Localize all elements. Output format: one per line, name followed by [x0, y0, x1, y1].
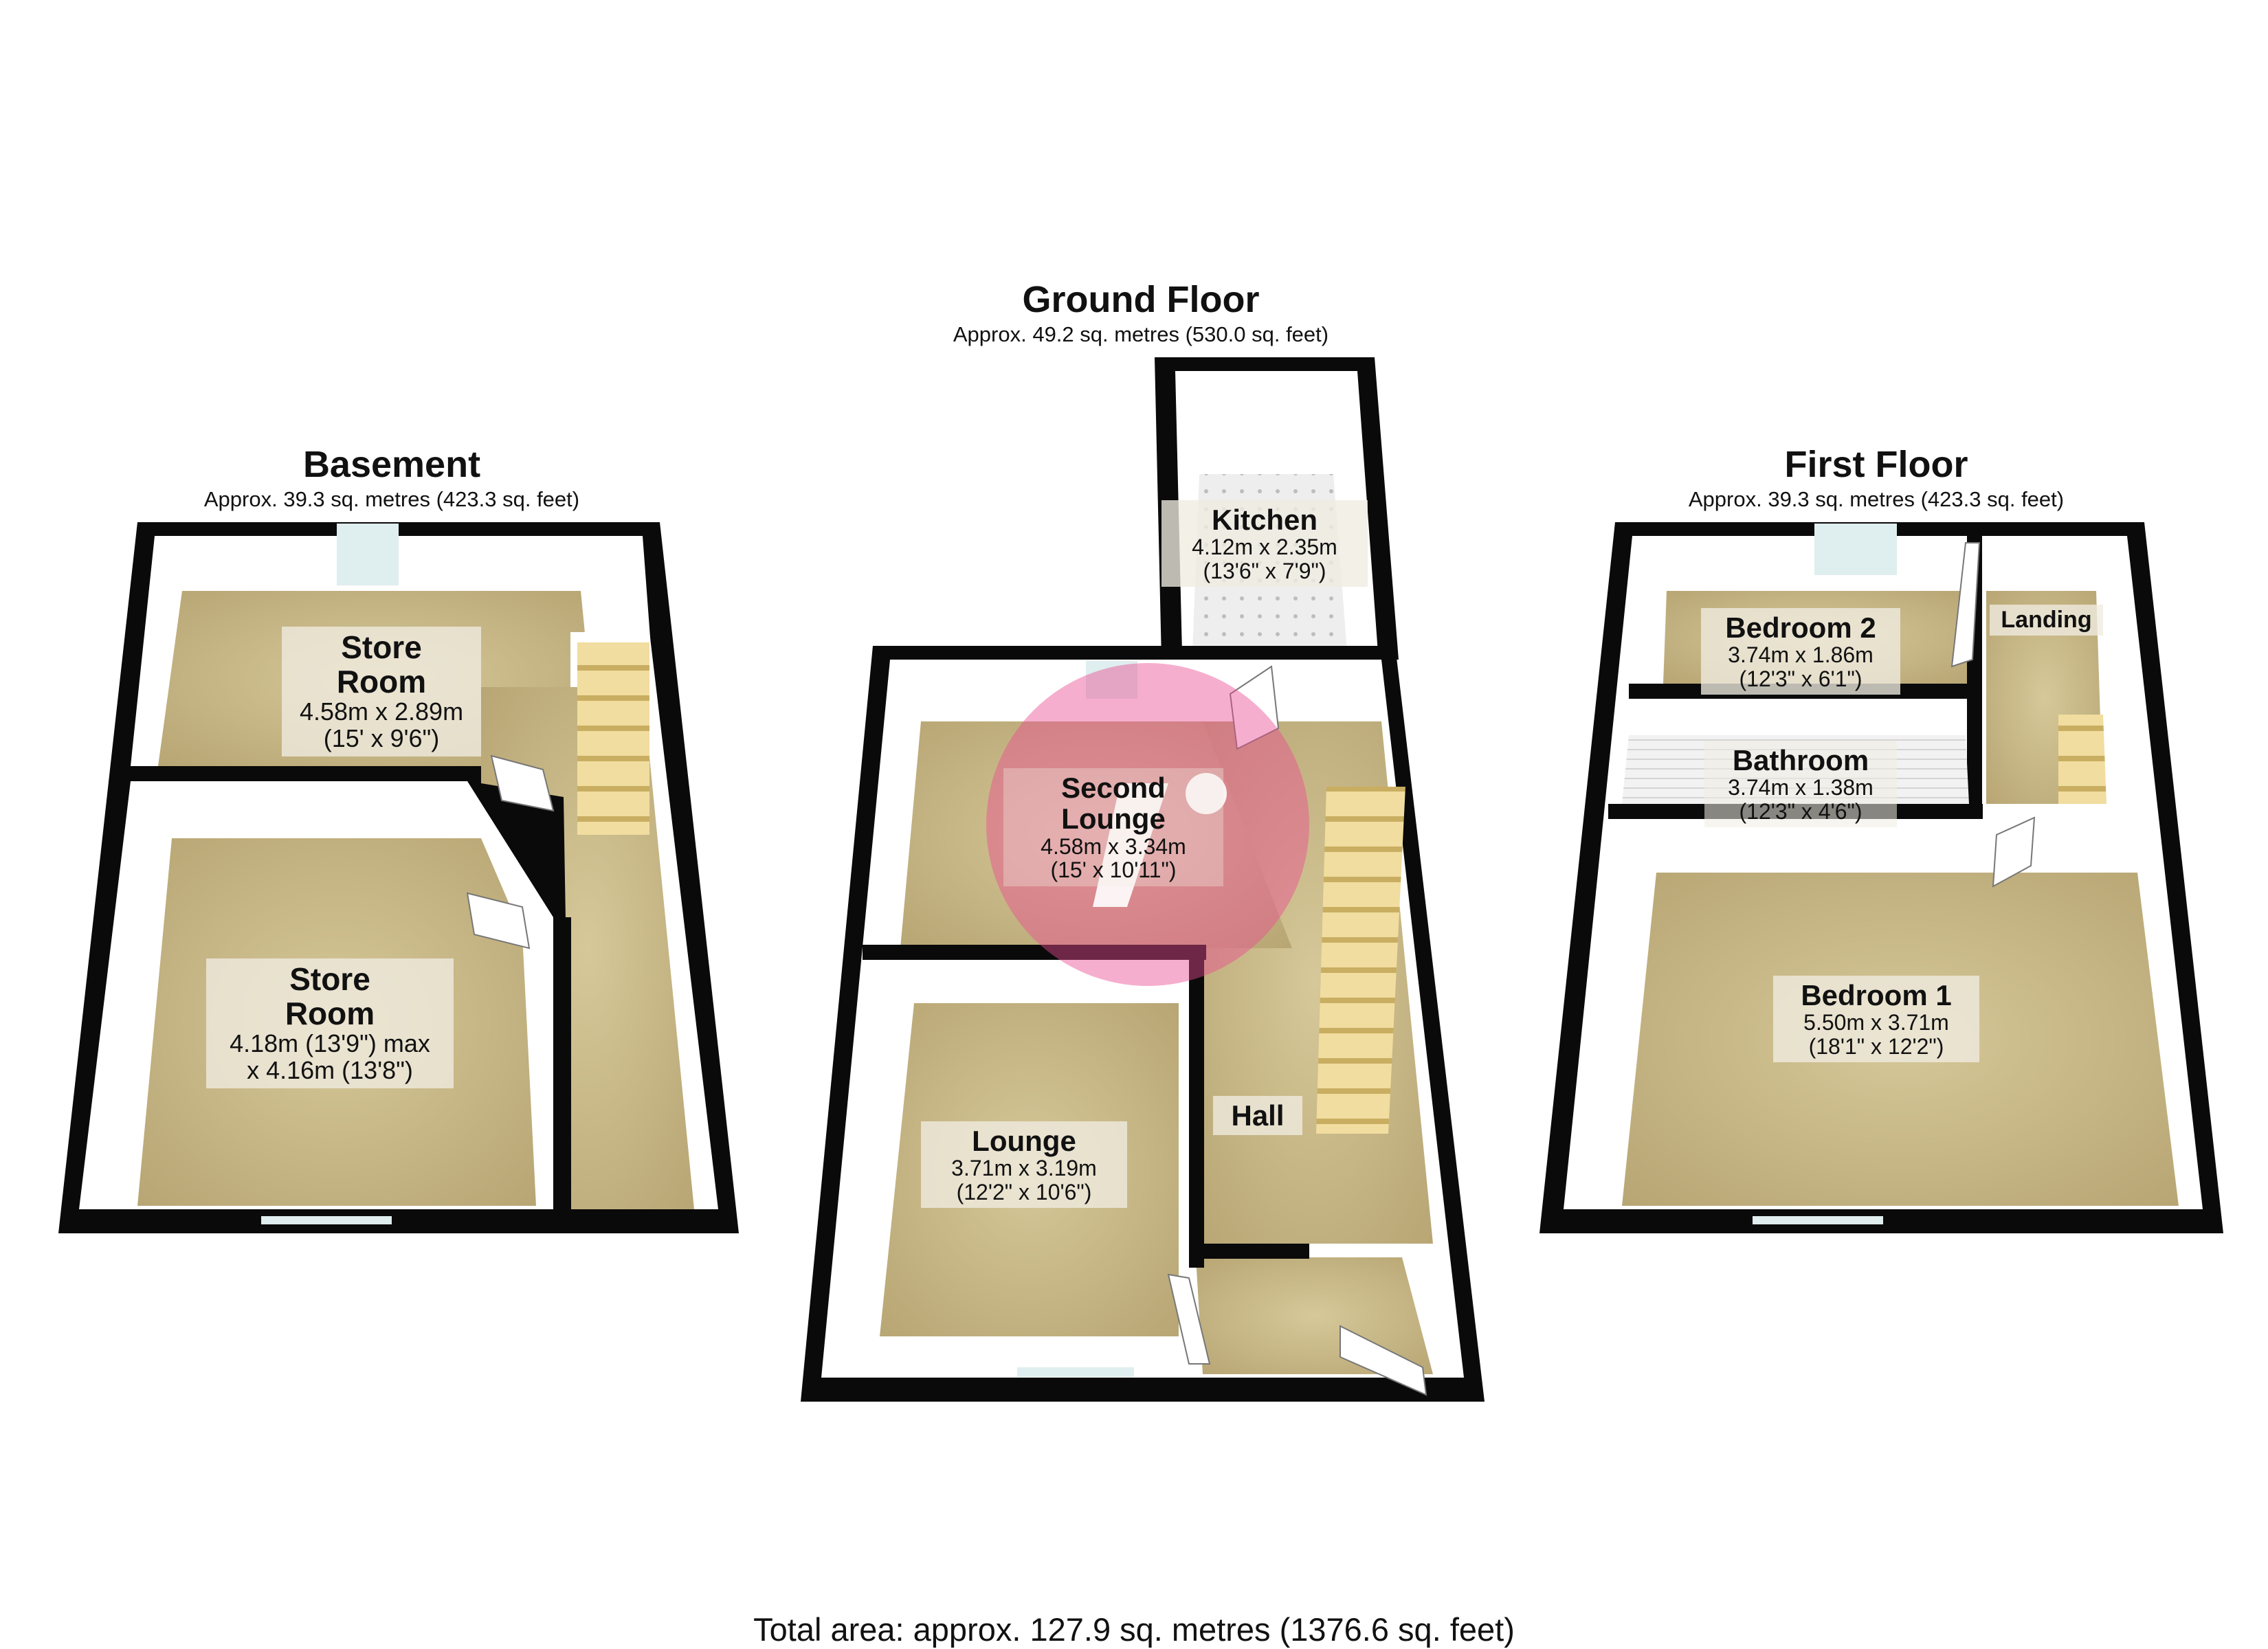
ground-floor-area: Approx. 49.2 sq. metres (530.0 sq. feet) [953, 322, 1329, 346]
landing-stairs [2058, 715, 2106, 804]
ground-floor-title: Ground Floor [1022, 279, 1260, 320]
first-floor-area: Approx. 39.3 sq. metres (423.3 sq. feet) [1688, 486, 2065, 511]
first-floor-heading: First Floor Approx. 39.3 sq. metres (423… [1636, 445, 2117, 511]
basement-stairs [577, 642, 649, 835]
room-dimension: (12'2" x 10'6") [956, 1179, 1092, 1204]
bedroom-1-label: Bedroom 1 5.50m x 3.71m (18'1" x 12'2") [1773, 976, 1979, 1063]
landing-label: Landing [1990, 605, 2103, 636]
kitchen-label: Kitchen 4.12m x 2.35m (13'6" x 7'9") [1161, 500, 1368, 587]
room-name: Hall [1231, 1099, 1285, 1132]
basement-door-1 [490, 754, 555, 812]
store-room-lower-label: Store Room 4.18m (13'9") max x 4.16m (13… [206, 958, 454, 1089]
ground-front-window [1017, 1367, 1134, 1377]
lounge-divider-wall [863, 945, 1206, 960]
room-dimension: (15' x 10'11") [1050, 857, 1177, 883]
kitchen-door [1229, 665, 1280, 750]
room-dimension: (12'3" x 6'1") [1739, 666, 1863, 691]
lounge-door [1167, 1273, 1211, 1365]
second-lounge-label: Second Lounge 4.58m x 3.34m (15' x 10'11… [1003, 768, 1223, 886]
ground-stairs [1316, 787, 1405, 1134]
store-room-upper-label: Store Room 4.58m x 2.89m (15' x 9'6") [282, 627, 481, 757]
lounge-side-wall [1189, 945, 1204, 1268]
room-name: Landing [2001, 607, 2092, 633]
room-name: Room [285, 995, 375, 1031]
total-area: Total area: approx. 127.9 sq. metres (13… [753, 1611, 1515, 1648]
ground-window [1086, 661, 1137, 699]
room-name: Bedroom 2 [1725, 612, 1876, 644]
first-floor-title: First Floor [1784, 444, 1968, 485]
hall-front-door [1339, 1325, 1427, 1396]
room-name: Room [336, 663, 427, 699]
room-dimension: 3.71m x 3.19m [951, 1156, 1097, 1181]
room-name: Bathroom [1732, 744, 1869, 776]
room-name: Bedroom 1 [1801, 979, 1952, 1011]
basement-front-window [261, 1216, 392, 1224]
watermark-dot [1186, 773, 1227, 814]
room-name: Store [289, 961, 370, 997]
basement-area: Approx. 39.3 sq. metres (423.3 sq. feet) [203, 486, 580, 511]
room-dimension: 3.74m x 1.86m [1728, 642, 1874, 668]
basement-door-2 [466, 892, 531, 950]
room-dimension: 4.58m x 2.89m [299, 697, 464, 726]
hall-lower-wall [1199, 1244, 1309, 1259]
bathroom-label: Bathroom 3.74m x 1.38m (12'3" x 4'6") [1704, 741, 1897, 828]
basement-inner-wall [553, 917, 571, 1213]
bedroom-1-door [1992, 816, 2036, 888]
bedroom-2-door [1950, 542, 1981, 668]
room-name: Kitchen [1211, 504, 1318, 536]
room-name: Store [341, 629, 422, 665]
room-dimension: 4.58m x 3.34m [1041, 833, 1186, 859]
room-dimension: (18'1" x 12'2") [1808, 1033, 1944, 1059]
room-dimension: x 4.16m (13'8") [247, 1056, 413, 1085]
lounge-label: Lounge 3.71m x 3.19m (12'2" x 10'6") [921, 1121, 1127, 1209]
watermark-mark [1093, 783, 1168, 907]
basement-title: Basement [302, 444, 481, 485]
basement-divider-wall [127, 766, 478, 781]
room-dimension: 3.74m x 1.38m [1728, 775, 1874, 800]
room-dimension: (12'3" x 4'6") [1739, 798, 1863, 824]
first-window [1814, 524, 1897, 575]
basement-heading: Basement Approx. 39.3 sq. metres (423.3 … [151, 445, 632, 511]
hall-label: Hall [1213, 1096, 1302, 1136]
ground-floor-heading: Ground Floor Approx. 49.2 sq. metres (53… [900, 280, 1381, 346]
room-dimension: 5.50m x 3.71m [1803, 1010, 1949, 1035]
first-front-window [1753, 1216, 1883, 1224]
bedroom-2-label: Bedroom 2 3.74m x 1.86m (12'3" x 6'1") [1701, 608, 1900, 695]
room-dimension: 4.18m (13'9") max [230, 1029, 430, 1058]
room-name: Lounge [1061, 803, 1166, 835]
basement-window [337, 524, 399, 585]
room-name: Lounge [972, 1125, 1076, 1157]
room-dimension: (15' x 9'6") [323, 724, 440, 753]
room-dimension: (13'6" x 7'9") [1203, 558, 1326, 583]
room-name: Second [1061, 772, 1166, 804]
room-dimension: 4.12m x 2.35m [1192, 535, 1337, 560]
